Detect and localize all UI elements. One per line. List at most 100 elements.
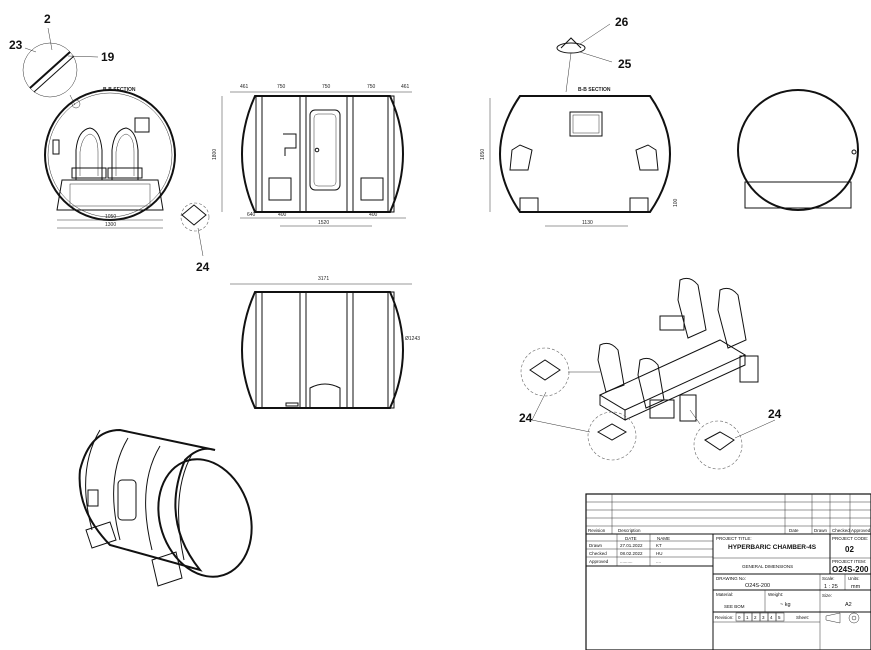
tb-date-label: Date bbox=[789, 528, 799, 533]
seat-side-right bbox=[635, 144, 659, 171]
tb-project-title-label: PROJECT TITLE: bbox=[716, 536, 752, 541]
tb-row-drawn-date: 27.01.2022 bbox=[620, 543, 643, 548]
tb-row-approved-date: .......... bbox=[620, 559, 633, 564]
end-view bbox=[737, 89, 859, 211]
chamber-door bbox=[309, 109, 341, 191]
detail-circle-iso-b bbox=[587, 411, 637, 461]
tb-project-code: 02 bbox=[845, 545, 854, 554]
dim-elev-height: 1800 bbox=[212, 149, 218, 160]
dim-side-height: 1650 bbox=[480, 149, 486, 160]
title-block: Revision Description Date Drawn Checked … bbox=[585, 493, 871, 650]
tb-drawn-label: Drawn bbox=[814, 528, 828, 533]
callout-24-a: 24 bbox=[196, 260, 210, 274]
isometric-door bbox=[117, 479, 137, 521]
tb-revision-label: Revision bbox=[588, 528, 606, 533]
tb-col-name: NAME bbox=[657, 536, 670, 541]
tb-weight-label: Weight: bbox=[768, 592, 783, 597]
tb-row-checked-name: HU bbox=[656, 551, 663, 556]
dim-elev-top-3: 750 bbox=[367, 84, 376, 90]
support-left bbox=[268, 177, 292, 201]
seat-left bbox=[71, 127, 107, 181]
chamber-end-circle bbox=[737, 89, 859, 211]
tb-rev-4: 4 bbox=[770, 615, 773, 620]
tb-rev-0: 0 bbox=[738, 615, 741, 620]
end-view-base bbox=[744, 181, 852, 209]
detail-circle-seal bbox=[22, 42, 78, 98]
dim-elev-bottom-mid: 1520 bbox=[318, 220, 329, 226]
callout-19: 19 bbox=[101, 50, 115, 64]
dim-plan-top: 3171 bbox=[318, 276, 329, 282]
tb-sheet-label: Sheet: bbox=[796, 615, 809, 620]
seat-right bbox=[107, 127, 143, 181]
support-right bbox=[360, 177, 384, 201]
tb-project-item: O24S-200 bbox=[832, 565, 869, 574]
tb-project-item-label: PROJECT ITEM: bbox=[832, 559, 866, 564]
callout-25: 25 bbox=[618, 57, 632, 71]
tb-row-checked-date: 08.02.2022 bbox=[620, 551, 643, 556]
chamber-body-elevation bbox=[241, 95, 404, 213]
tb-approved-label: Approved bbox=[851, 528, 871, 533]
tb-rev-1: 1 bbox=[746, 615, 749, 620]
tb-row-drawn: Drawn bbox=[589, 543, 603, 548]
dim-front-base-inner: 1050 bbox=[105, 214, 116, 220]
tb-row-drawn-name: KT bbox=[656, 543, 662, 548]
pipe-fitting bbox=[283, 133, 297, 156]
side-section-view: B-B SECTION 1650 1130 100 bbox=[480, 23, 679, 227]
callout-23: 23 bbox=[9, 38, 23, 52]
tb-material-label: Material: bbox=[716, 592, 733, 597]
tb-col-date: DATE bbox=[625, 536, 637, 541]
tb-size-label: Size: bbox=[822, 593, 832, 598]
dim-elev-top-2: 750 bbox=[322, 84, 331, 90]
tb-scale-label: Scale: bbox=[822, 576, 835, 581]
tb-row-checked: Checked bbox=[589, 551, 607, 556]
chamber-cross-section bbox=[44, 89, 176, 221]
isometric-seat-assembly bbox=[520, 277, 776, 470]
tb-revision-row-label: Revision: bbox=[715, 615, 734, 620]
plan-view: 3171 Ø1243 bbox=[230, 276, 420, 409]
dim-side-bottom: 1130 bbox=[582, 220, 593, 226]
door-plan bbox=[309, 383, 341, 408]
iso-seat-4 bbox=[637, 357, 665, 409]
dim-elev-top-1: 750 bbox=[277, 84, 286, 90]
section-label-side: B-B SECTION bbox=[578, 87, 611, 93]
callout-26: 26 bbox=[615, 15, 629, 29]
iso-seat-1 bbox=[677, 277, 707, 339]
detail-circle-iso-c bbox=[693, 420, 743, 470]
tb-weight: ~ kg bbox=[780, 602, 791, 608]
isometric-chamber bbox=[78, 428, 253, 587]
detail-circle-iso-a bbox=[520, 347, 570, 397]
iso-seat-3 bbox=[597, 342, 625, 393]
callout-2: 2 bbox=[44, 12, 51, 26]
dim-elev-bottom-a: 400 bbox=[278, 212, 287, 218]
tb-units-label: Units: bbox=[848, 576, 860, 581]
chamber-body-plan bbox=[241, 291, 404, 409]
tb-general-dimensions: GENERAL DIMENSIONS bbox=[742, 564, 793, 569]
callout-24-c: 24 bbox=[768, 407, 782, 421]
tb-material: SEE BOM bbox=[724, 604, 745, 609]
dim-plan-right: Ø1243 bbox=[405, 336, 420, 342]
dim-elev-bottom-left: 640 bbox=[247, 212, 256, 218]
front-section-view: B-B SECTION 1050 1300 bbox=[22, 27, 210, 257]
side-elevation-view: 461 750 750 750 461 1800 640 400 400 152… bbox=[212, 84, 412, 227]
tb-units: mm bbox=[851, 584, 861, 590]
detail-circle-foot bbox=[180, 202, 210, 232]
tb-project-code-label: PROJECT CODE: bbox=[832, 536, 868, 541]
tb-description-label: Description bbox=[618, 528, 641, 533]
tb-scale: 1 : 25 bbox=[824, 584, 838, 590]
isometric-support-right bbox=[151, 551, 183, 587]
tb-rev-2: 2 bbox=[754, 615, 757, 620]
tb-checked-label: Checked bbox=[832, 528, 850, 533]
tb-revision-cells: 0 1 2 3 4 5 bbox=[735, 612, 785, 622]
iso-seat-2 bbox=[717, 287, 747, 349]
projection-symbol-icon bbox=[825, 612, 860, 624]
seat-side-left bbox=[509, 144, 533, 171]
chamber-window bbox=[569, 111, 603, 137]
dim-side-right: 100 bbox=[673, 198, 679, 207]
panel-box bbox=[134, 117, 150, 133]
tb-rev-5: 5 bbox=[778, 615, 781, 620]
tb-drawing-no: O24S-200 bbox=[745, 583, 770, 589]
tb-project-title: HYPERBARIC CHAMBER-4S bbox=[728, 544, 817, 551]
tb-row-approved-name: .... bbox=[656, 559, 661, 564]
dim-front-base: 1300 bbox=[105, 222, 116, 228]
